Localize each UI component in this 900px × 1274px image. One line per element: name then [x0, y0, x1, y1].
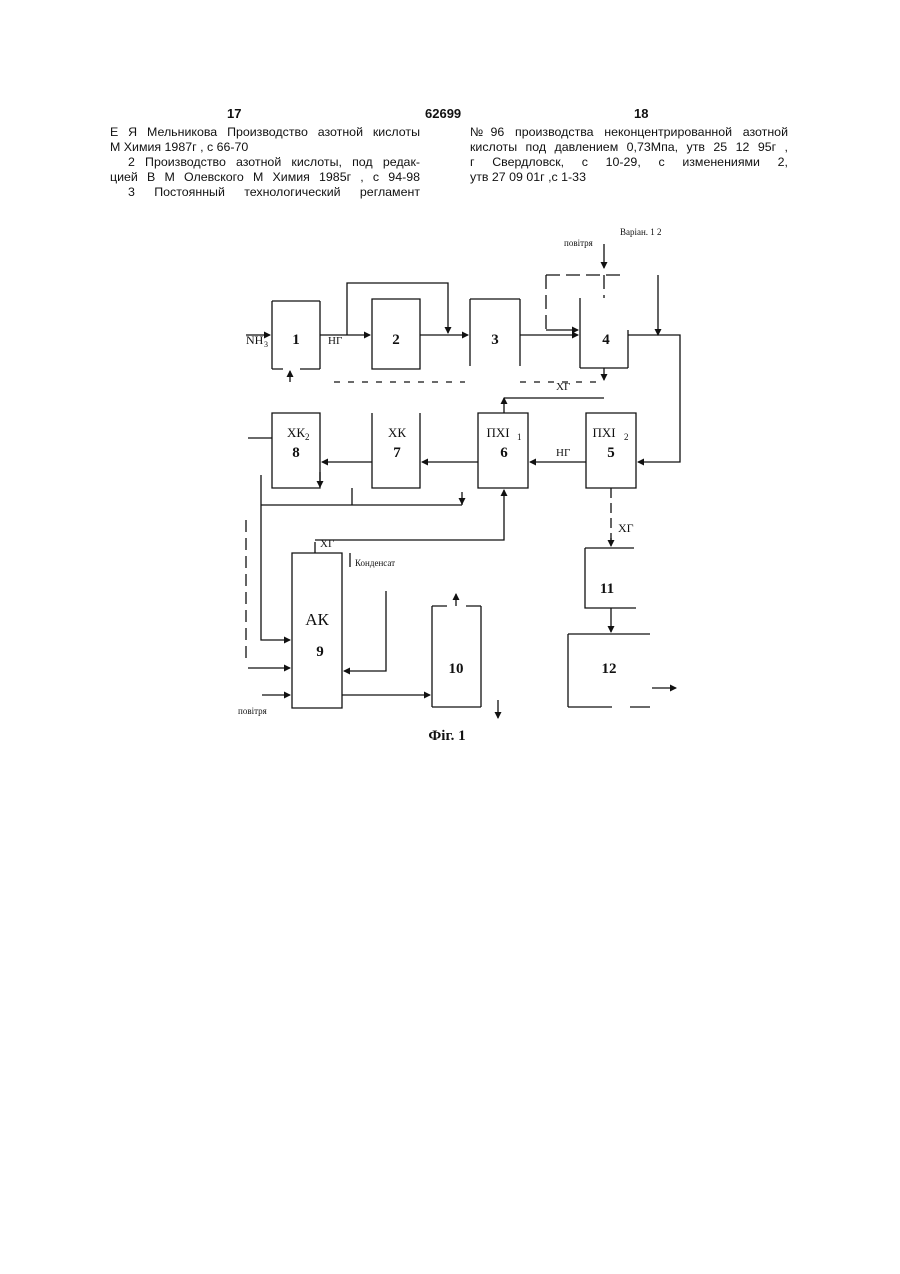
- label-air-bottom: повітря: [238, 706, 267, 716]
- block-7-number: 7: [393, 445, 401, 461]
- block-7-label: ХК: [388, 425, 406, 440]
- block-2-number: 2: [392, 332, 400, 348]
- block-9-label: АК: [305, 610, 329, 629]
- label-nh3: NH: [246, 333, 264, 347]
- block-5-label: ПХІ: [592, 425, 615, 440]
- block-6-subscript: 1: [517, 432, 522, 442]
- flow-10-to-9: [344, 591, 386, 671]
- block-6-number: 6: [500, 445, 508, 461]
- block-6-label: ПХІ: [486, 425, 509, 440]
- block-5-subscript: 2: [624, 432, 629, 442]
- flow-collector-7-8: [261, 488, 462, 505]
- label-condensate: Конденсат: [355, 558, 395, 568]
- label-variant: Варіан. 1 2: [620, 227, 662, 237]
- label-xg-5-11: ХГ: [618, 521, 634, 535]
- block-9-number: 9: [316, 644, 324, 660]
- block-11-number: 11: [600, 581, 614, 597]
- label-nh3-subscript: 3: [264, 340, 268, 349]
- figure-caption: Фіг. 1: [428, 728, 465, 744]
- label-xg-4-6: ХГ: [556, 381, 570, 393]
- block-1-number: 1: [292, 332, 300, 348]
- block-4-number: 4: [602, 332, 610, 348]
- block-10-number: 10: [449, 661, 464, 677]
- flow-9-to-6: [315, 490, 504, 540]
- block-12-number: 12: [602, 661, 617, 677]
- variant-bypass: [546, 275, 626, 330]
- label-ng-5-6: НГ: [556, 447, 570, 459]
- label-air-top: повітря: [564, 238, 593, 248]
- flow-collector-to-9: [261, 475, 290, 640]
- block-8-subscript: 2: [305, 432, 310, 442]
- block-9-outline: [292, 553, 342, 708]
- block-11-outline: [585, 548, 636, 608]
- label-xg-9-6: ХГ: [320, 538, 334, 550]
- block-10-outline: [432, 606, 481, 707]
- block-3-number: 3: [491, 332, 499, 348]
- block-8-label: ХК: [287, 425, 305, 440]
- block-5-number: 5: [607, 445, 615, 461]
- block-8-number: 8: [292, 445, 300, 461]
- flow-bypass-2: [347, 283, 448, 335]
- label-ng-1-2: НГ: [328, 335, 342, 347]
